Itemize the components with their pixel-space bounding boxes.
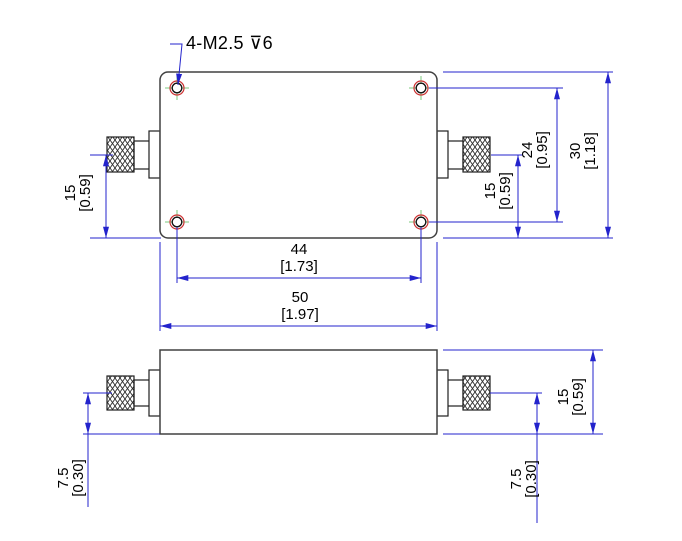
dim-body-height: 30 [1.18] xyxy=(443,71,613,239)
top-view: 4-M2.5 ⊽6 15 [0.59] 44 [1.73] 50 [1 xyxy=(62,33,613,331)
sma-connector-top-right xyxy=(436,130,491,179)
dim-value-mm: 50 xyxy=(292,289,309,306)
dim-connector-offset-right: 7.5 [0.30] xyxy=(490,392,542,523)
body-outline-front-view xyxy=(159,349,438,435)
hole-circle xyxy=(171,82,183,94)
connector-neck xyxy=(446,140,464,170)
dim-connector-offset-left: 7.5 [0.30] xyxy=(55,392,160,507)
hole-callout-text: 4-M2.5 ⊽6 xyxy=(186,33,273,53)
connector-threads xyxy=(462,136,491,173)
dim-body-width: 50 [1.97] xyxy=(159,242,438,331)
dim-value-mm: 44 xyxy=(291,241,308,258)
mounting-hole-top-right xyxy=(409,76,433,100)
dim-value-inch: [0.59] xyxy=(570,378,587,416)
dim-connector-height-left: 15 [0.59] xyxy=(62,154,161,239)
connector-flange xyxy=(436,369,449,417)
dim-hole-spacing-vertical: 24 [0.95] xyxy=(429,87,563,223)
hole-circle xyxy=(171,216,183,228)
leader-line xyxy=(170,43,183,86)
hole-callout: 4-M2.5 ⊽6 xyxy=(170,33,273,86)
sma-connector-front-right xyxy=(436,369,491,417)
connector-flange xyxy=(436,130,449,179)
connector-flange xyxy=(148,369,161,417)
dim-value-mm: 15 xyxy=(555,389,572,406)
dim-value-mm: 7.5 xyxy=(55,468,72,489)
dim-hole-spacing-horizontal: 44 [1.73] xyxy=(176,227,422,283)
sma-connector-front-left xyxy=(106,369,161,417)
dim-value-mm: 7.5 xyxy=(508,469,525,490)
dim-value-inch: [0.59] xyxy=(77,174,94,212)
dim-value-mm: 24 xyxy=(519,142,536,159)
dim-value-mm: 30 xyxy=(567,143,584,160)
connector-flange xyxy=(148,130,161,179)
dimension-label: 15 [0.59] xyxy=(555,378,587,416)
connector-threads xyxy=(462,375,491,411)
dim-value-inch: [0.95] xyxy=(534,131,551,169)
dim-value-inch: [1.73] xyxy=(280,258,318,275)
connector-neck xyxy=(446,379,464,407)
dimension-label: 15 [0.59] xyxy=(482,172,514,210)
thread-circle xyxy=(413,80,429,96)
connector-neck xyxy=(133,379,151,407)
dimension-label: 7.5 [0.30] xyxy=(508,460,540,498)
dim-value-inch: [0.30] xyxy=(523,460,540,498)
dim-value-inch: [1.97] xyxy=(281,306,319,323)
connector-neck xyxy=(133,140,151,170)
dim-value-inch: [1.18] xyxy=(582,132,599,170)
dimension-label: 7.5 [0.30] xyxy=(55,459,87,497)
dim-body-thickness: 15 [0.59] xyxy=(443,349,603,435)
dim-connector-height-right: 15 [0.59] xyxy=(482,154,523,238)
hole-circle xyxy=(415,216,427,228)
dim-value-mm: 15 xyxy=(62,185,79,202)
dim-value-inch: [0.30] xyxy=(70,459,87,497)
sma-connector-top-left xyxy=(106,130,161,179)
dimension-label: 30 [1.18] xyxy=(567,132,599,170)
body-outline-top-view xyxy=(159,71,438,239)
dimension-label: 15 [0.59] xyxy=(62,174,94,212)
hole-circle xyxy=(415,82,427,94)
dim-value-mm: 15 xyxy=(482,183,499,200)
dimension-label: 24 [0.95] xyxy=(519,131,551,169)
front-view: 7.5 [0.30] 7.5 [0.30] 15 [0.59] xyxy=(55,349,603,523)
dim-value-inch: [0.59] xyxy=(497,172,514,210)
